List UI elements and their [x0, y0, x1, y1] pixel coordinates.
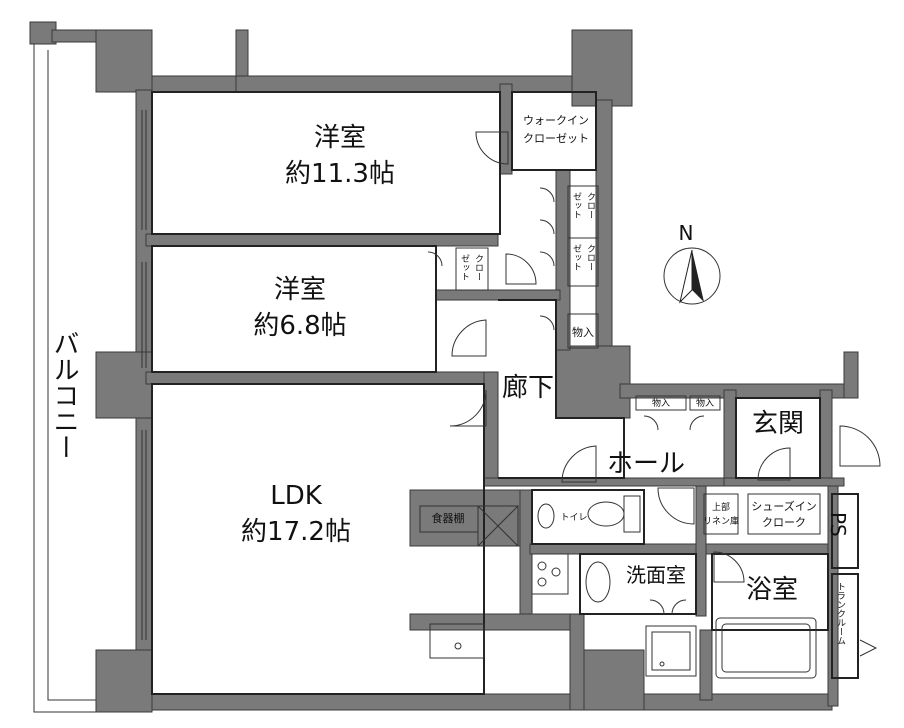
- closet-b-2: ゼット: [571, 244, 582, 271]
- closet-a-2: ゼット: [571, 192, 582, 219]
- room-ldk-size: 約17.2帖: [241, 517, 351, 547]
- walkin-label-2: クローゼット: [523, 132, 589, 145]
- shoes-label-2: クローク: [762, 516, 806, 529]
- closet-c-1: クロー: [473, 254, 483, 281]
- shoes-label-1: シューズイン: [751, 499, 816, 513]
- dish-cabinet: 食器棚: [432, 511, 465, 525]
- compass-needle-icon: [692, 250, 704, 302]
- room-western1-name: 洋室: [314, 123, 366, 153]
- room-western2-name: 洋室: [274, 275, 326, 305]
- walls: [29, 21, 859, 713]
- closet-b-1: クロー: [585, 244, 595, 271]
- room-western1-size: 約11.3帖: [285, 159, 395, 189]
- doors: [427, 131, 881, 615]
- room-hall: ホール: [607, 449, 685, 479]
- fixtures: [419, 185, 878, 679]
- upper-linen-2: リネン庫: [703, 515, 739, 527]
- ps-label: PS: [826, 512, 850, 537]
- room-balcony: バルコニー: [49, 330, 79, 460]
- room-washroom: 洗面室: [626, 563, 686, 587]
- room-entrance: 玄関: [752, 409, 804, 439]
- upper-linen-1: 上部: [712, 501, 730, 513]
- storage-3: 物入: [696, 397, 714, 409]
- room-bathroom: 浴室: [746, 575, 798, 605]
- windows: [141, 110, 147, 640]
- toilet-label: トイレ: [560, 513, 587, 523]
- compass-north: N: [679, 221, 694, 245]
- storage-2: 物入: [652, 397, 670, 409]
- compass: [663, 247, 721, 305]
- trunk-room: トランクルーム: [835, 582, 846, 645]
- room-ldk-name: LDK: [270, 481, 323, 511]
- storage-1: 物入: [572, 325, 594, 339]
- room-western2-size: 約6.8帖: [253, 311, 346, 341]
- closet-a-1: クロー: [585, 192, 595, 219]
- closet-c-2: ゼット: [459, 254, 470, 281]
- room-corridor: 廊下: [502, 373, 554, 403]
- walkin-label-1: ウォークイン: [523, 114, 589, 127]
- room-outlines: [151, 91, 859, 695]
